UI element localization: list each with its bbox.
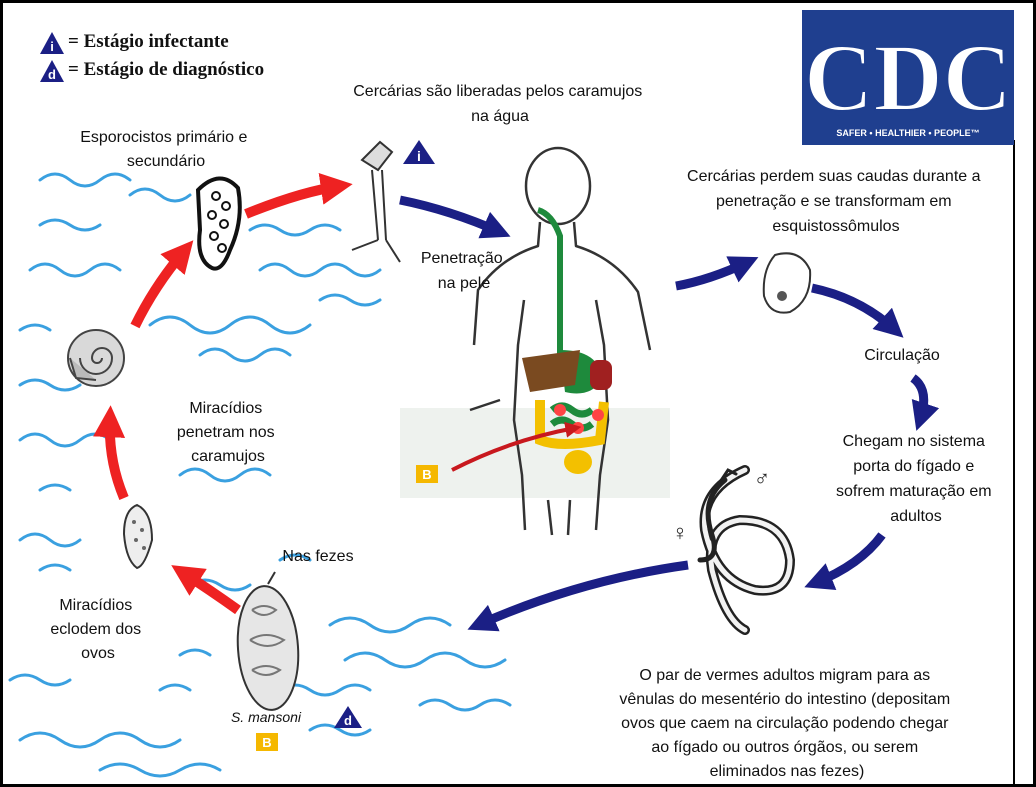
snail-illustration bbox=[68, 330, 124, 386]
label-circulation: Circulação bbox=[864, 347, 940, 364]
badge-b-egg: B bbox=[256, 733, 278, 751]
svg-text:d: d bbox=[48, 67, 56, 82]
cdc-logo: CDC SAFER • HEALTHIER • PEOPLE™ bbox=[802, 10, 1014, 145]
label-in-feces: Nas fezes bbox=[282, 548, 353, 565]
svg-text:d: d bbox=[344, 713, 352, 728]
legend-infective-label: = Estágio infectante bbox=[68, 31, 229, 52]
cdc-logo-tagline: SAFER • HEALTHIER • PEOPLE™ bbox=[836, 128, 979, 138]
female-symbol: ♀ bbox=[672, 520, 689, 545]
spleen bbox=[590, 360, 612, 390]
svg-text:B: B bbox=[262, 735, 271, 750]
svg-text:i: i bbox=[50, 39, 54, 54]
badge-b-host: B bbox=[416, 465, 438, 483]
male-symbol: ♂ bbox=[754, 466, 771, 491]
label-species: S. mansoni bbox=[231, 709, 302, 725]
label-miracidia-penetrate: Miracídios penetram nos caramujos bbox=[177, 400, 279, 465]
cdc-logo-text: CDC bbox=[804, 24, 1012, 131]
svg-text:B: B bbox=[422, 467, 431, 482]
svg-text:i: i bbox=[417, 148, 421, 164]
legend-diagnostic-label: = Estágio de diagnóstico bbox=[68, 59, 264, 80]
bladder bbox=[564, 450, 592, 474]
